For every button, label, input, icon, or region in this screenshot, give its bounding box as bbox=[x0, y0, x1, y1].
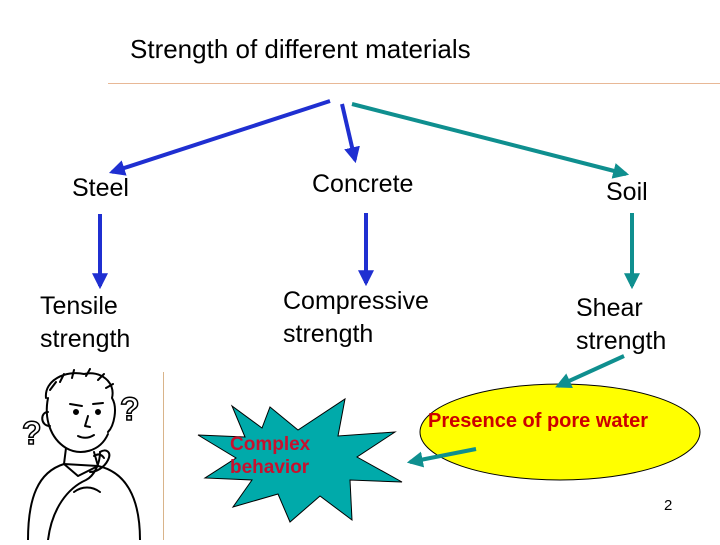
arrow-shear-to-pore bbox=[555, 354, 625, 388]
question-mark-left: ? bbox=[22, 415, 42, 451]
illustration-divider bbox=[163, 372, 164, 540]
arrow-to-steel bbox=[108, 99, 331, 176]
label-soil: Soil bbox=[606, 178, 648, 206]
slide-title: Strength of different materials bbox=[130, 34, 471, 64]
tensile-line-2: strength bbox=[40, 325, 131, 353]
complex-behavior-burst bbox=[197, 397, 403, 523]
label-shear-strength: Shear strength bbox=[576, 292, 696, 358]
label-pore-water: Presence of pore water bbox=[428, 410, 649, 432]
complex-line-1: Complex bbox=[230, 434, 311, 455]
label-concrete: Concrete bbox=[312, 170, 414, 198]
arrow-to-soil bbox=[351, 102, 630, 179]
thinking-person-illustration: ? ? bbox=[8, 368, 168, 541]
label-compressive-strength: Compressive strength bbox=[283, 285, 463, 351]
label-complex-behavior: Complex behavior bbox=[230, 433, 350, 479]
thinking-person-icon: ? ? bbox=[21, 368, 141, 541]
complex-line-2: behavior bbox=[230, 457, 310, 478]
shear-line-2: strength bbox=[576, 327, 667, 355]
tensile-line-1: Tensile bbox=[40, 292, 118, 320]
label-steel: Steel bbox=[72, 174, 129, 202]
compressive-line-1: Compressive bbox=[283, 287, 429, 315]
title-underline bbox=[108, 83, 720, 84]
page-number: 2 bbox=[664, 497, 673, 514]
label-tensile-strength: Tensile strength bbox=[40, 290, 180, 356]
arrow-pore-to-complex bbox=[406, 447, 477, 468]
arrow-to-concrete bbox=[340, 103, 360, 164]
shear-line-1: Shear bbox=[576, 294, 643, 322]
question-mark-right: ? bbox=[120, 391, 140, 427]
compressive-line-2: strength bbox=[283, 320, 374, 348]
